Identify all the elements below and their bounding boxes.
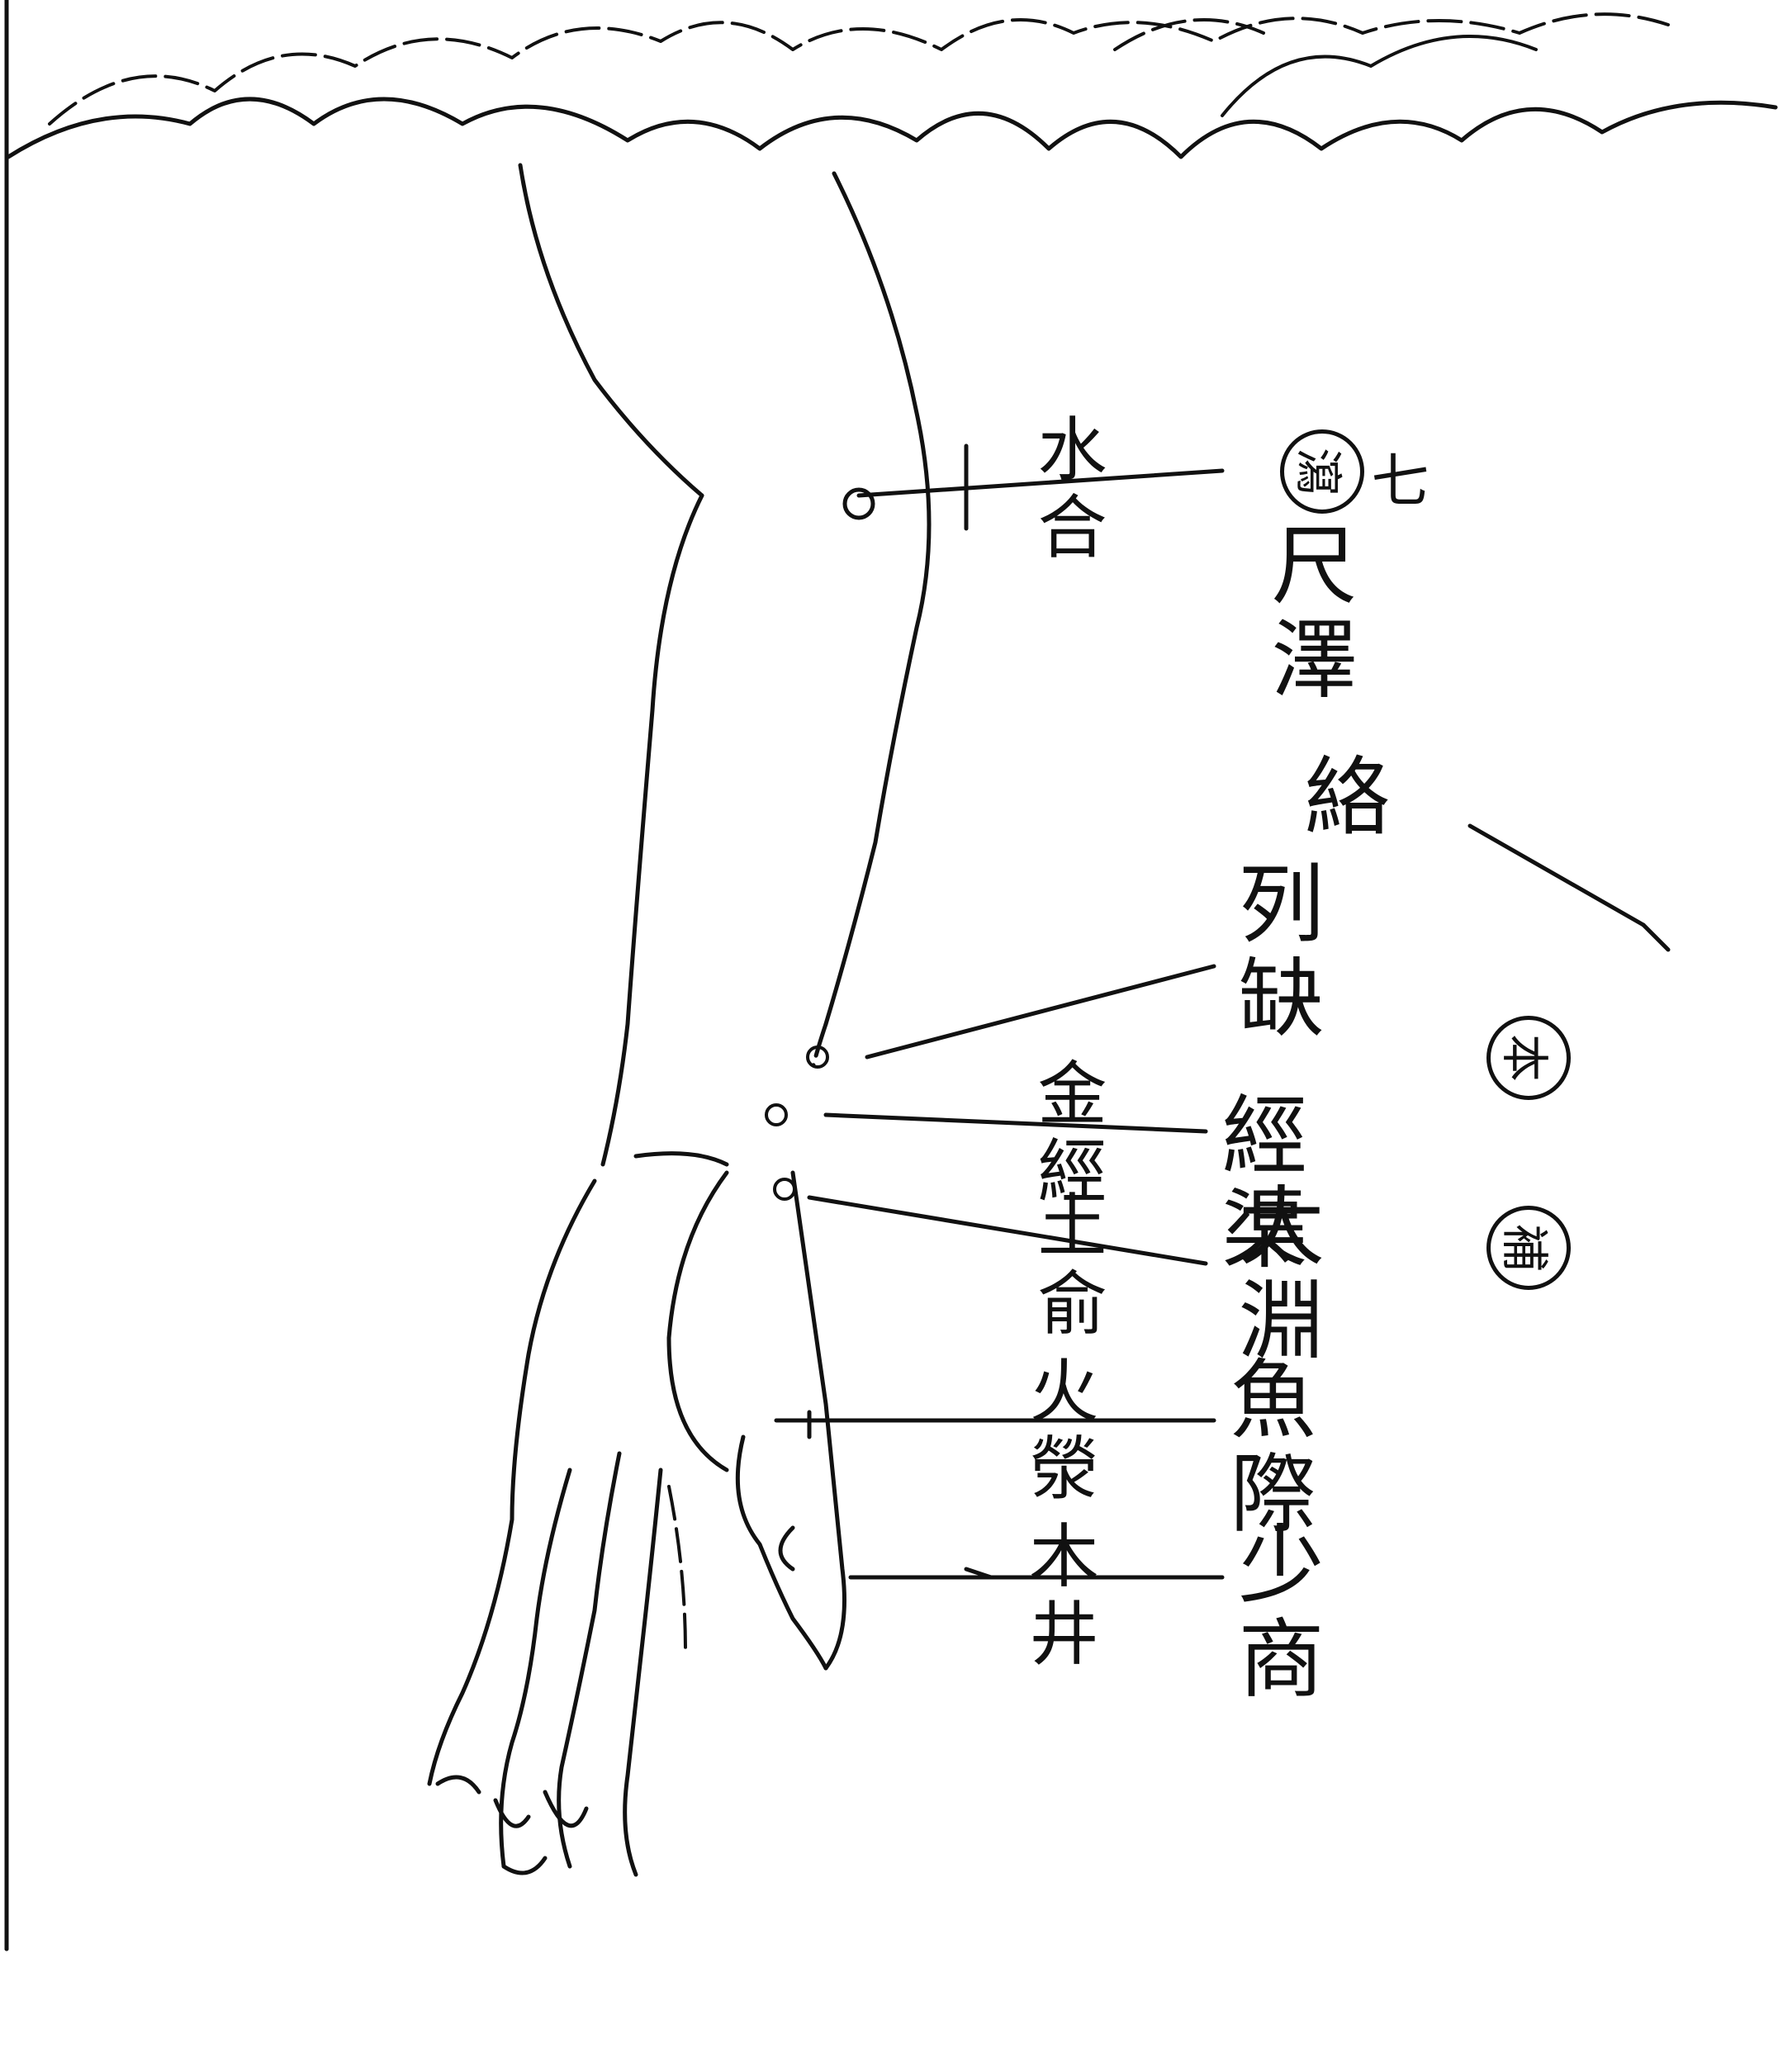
luo-mark: 絡 xyxy=(1297,752,1382,846)
xie-mark: 瀉 xyxy=(1280,429,1364,514)
ben-mark: 本 xyxy=(1486,1016,1571,1100)
arm-outline xyxy=(520,165,929,1164)
taiyuan-label: 太淵 xyxy=(1230,1181,1316,1369)
lieque-label: 列缺 xyxy=(1230,859,1316,1047)
shui-he-label: 水合 xyxy=(1032,413,1102,568)
hand-outline xyxy=(429,1154,845,1875)
yuji-label: 魚際 xyxy=(1222,1354,1308,1543)
bu-mark: 補 xyxy=(1486,1206,1571,1290)
shaoshang-label: 少商 xyxy=(1230,1520,1316,1708)
page-number: 七 xyxy=(1354,450,1438,508)
jingqu-point-marker xyxy=(766,1105,786,1125)
mu-jing-label: 木井 xyxy=(1024,1520,1093,1675)
chize-label: 尺澤 xyxy=(1264,520,1349,709)
taiyuan-point-marker xyxy=(775,1179,794,1199)
huo-ying-label: 火滎 xyxy=(1024,1354,1093,1510)
cloud-sleeve-edge xyxy=(8,14,1776,157)
tu-shu-label: 土俞 xyxy=(1032,1189,1102,1344)
